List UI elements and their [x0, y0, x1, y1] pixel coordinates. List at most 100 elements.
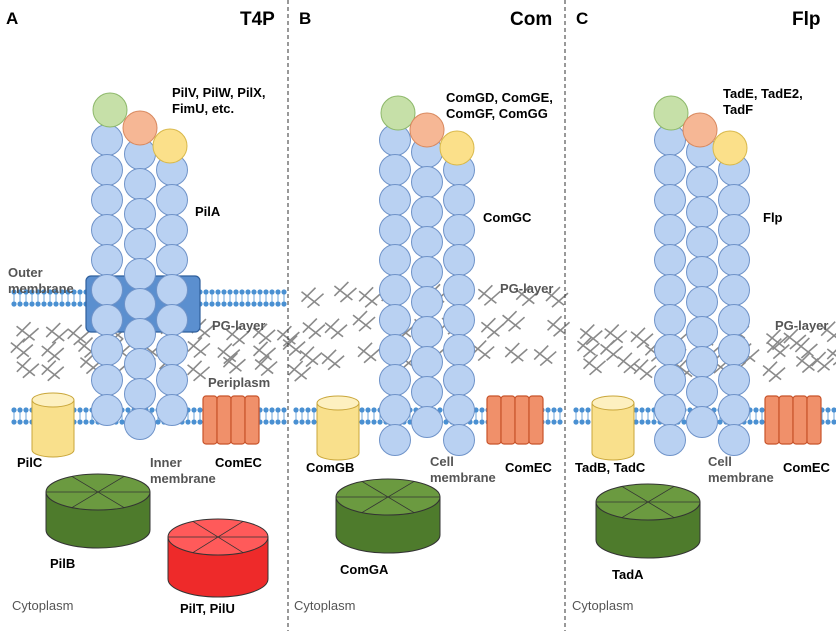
panel-c: C Flp TadE, TadE2, TadF Flp PG-layer Tad… [572, 9, 831, 613]
pg-strand [254, 354, 278, 377]
lipid-head [239, 289, 245, 295]
pilin-subunit [124, 168, 156, 200]
lipid-head [573, 407, 579, 413]
pilin-subunit [411, 196, 443, 228]
lipid-head [119, 419, 125, 425]
platform-label: TadB, TadC [575, 460, 646, 475]
lipid-head [275, 419, 281, 425]
channel-a [202, 395, 260, 445]
atpase-c [595, 483, 701, 559]
pilin-subunit [443, 274, 475, 306]
lipid-head [281, 419, 287, 425]
lipid-head [759, 419, 765, 425]
label-line: PilV, PilW, PilX, [172, 85, 265, 100]
lipid-head [299, 419, 305, 425]
pilin-subunit [156, 334, 188, 366]
pg-strand [217, 343, 241, 365]
cytoplasm-label: Cytoplasm [294, 598, 355, 613]
pilin-subunit [718, 394, 750, 426]
lipid-head [299, 407, 305, 413]
drum-spoke [192, 521, 244, 553]
lipid-head [59, 289, 65, 295]
lipid-head [365, 419, 371, 425]
lipid-head [377, 419, 383, 425]
major-pilin-label: PilA [195, 204, 221, 219]
cylinder-body [31, 399, 75, 458]
lipid-head [753, 407, 759, 413]
channel-segment [792, 395, 808, 445]
cytoplasm-label: Cytoplasm [572, 598, 633, 613]
retraction-atpase-a [167, 518, 269, 598]
pilin-subunit [124, 318, 156, 350]
pilin-subunit [156, 244, 188, 276]
lipid-head [41, 289, 47, 295]
pg-strand [582, 354, 607, 376]
lipid-head [197, 407, 203, 413]
pilin-subunit [718, 274, 750, 306]
pilin-subunit [156, 214, 188, 246]
channel-label: ComEC [783, 460, 831, 475]
pg-strand [222, 352, 246, 374]
pilin-subunit [411, 166, 443, 198]
pilin-subunit [718, 244, 750, 276]
pilus-a [91, 124, 188, 440]
pilin-subunit [718, 334, 750, 366]
lipid-head [17, 419, 23, 425]
pilin-subunit [91, 184, 123, 216]
channel-segment [486, 395, 502, 445]
pilin-subunit [379, 274, 411, 306]
label-line: membrane [430, 470, 496, 485]
label-line: Cell [430, 454, 454, 469]
pg-strand [299, 346, 323, 368]
pilin-subunit [124, 348, 156, 380]
lipid-head [17, 407, 23, 413]
periplasm-label: Periplasm [208, 375, 270, 390]
pg-strand [300, 287, 325, 309]
pg-strand [186, 360, 211, 382]
lipid-head [251, 301, 257, 307]
panel-letter: B [299, 9, 311, 28]
panel-title: T4P [240, 9, 275, 30]
pg-layer-label: PG-layer [212, 318, 265, 333]
lipid-head [645, 407, 651, 413]
pg-strand [630, 327, 654, 349]
pilin-subunit [718, 184, 750, 216]
lipid-head [651, 419, 657, 425]
lipid-head [185, 419, 191, 425]
lipid-head [311, 407, 317, 413]
pilin-subunit [91, 124, 123, 156]
panel-title: Com [510, 9, 552, 30]
pilin-subunit [379, 394, 411, 426]
pg-strand [515, 285, 539, 307]
pilin-subunit [443, 394, 475, 426]
minor-pilin-green [653, 95, 689, 131]
lipid-head [203, 289, 209, 295]
lipid-head [59, 301, 65, 307]
lipid-head [83, 407, 89, 413]
lipid-head [65, 289, 71, 295]
pg-strand [16, 357, 40, 379]
pilin-subunit [156, 274, 188, 306]
pg-strand [16, 321, 40, 343]
cylinder-body [591, 402, 635, 461]
lipid-head [639, 419, 645, 425]
pilin-subunit [91, 244, 123, 276]
pilus-c [654, 124, 750, 456]
pilin-subunit [686, 166, 718, 198]
lipid-head [633, 407, 639, 413]
pilin-subunit [379, 334, 411, 366]
lipid-head [263, 419, 269, 425]
lipid-head [65, 301, 71, 307]
label-line: Cell [708, 454, 732, 469]
minor-pilin-yellow [152, 128, 188, 164]
pilin-subunit [411, 256, 443, 288]
pg-strand [352, 310, 376, 332]
lipid-head [281, 301, 287, 307]
lipid-head [263, 407, 269, 413]
lipid-head [209, 301, 215, 307]
pilin-subunit [124, 408, 156, 440]
pilin-subunit [443, 304, 475, 336]
channel-label: ComEC [505, 460, 553, 475]
major-pilin-label: ComGC [483, 210, 532, 225]
